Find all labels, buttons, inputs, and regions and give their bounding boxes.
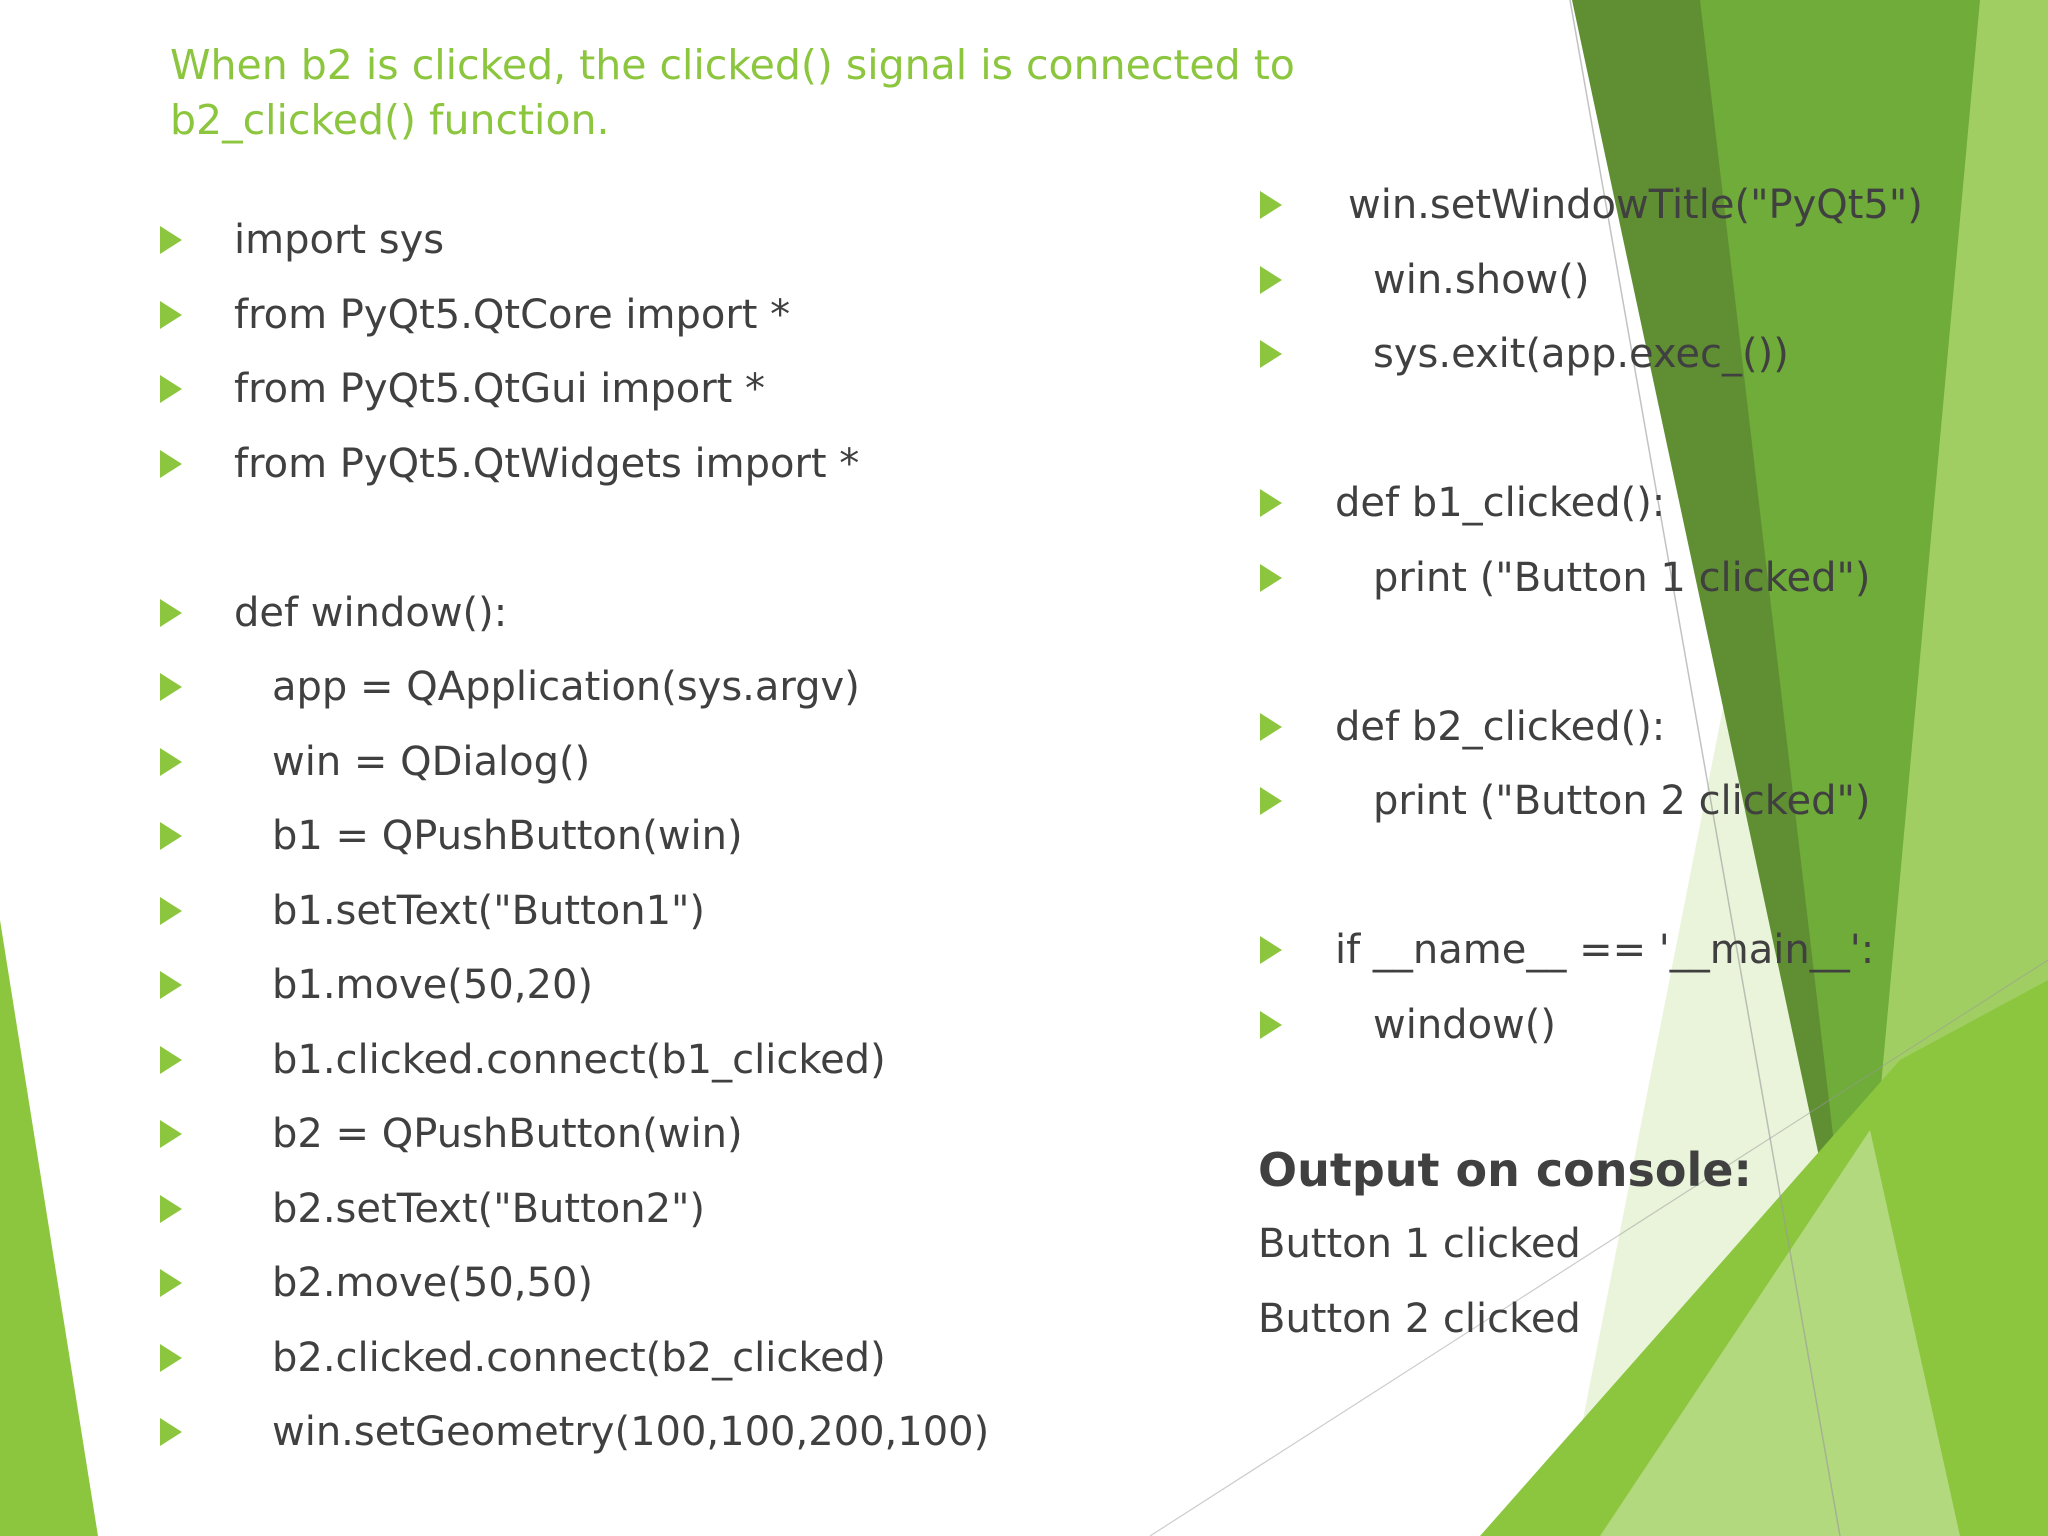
bullet-arrow-icon	[160, 1343, 182, 1372]
code-line-text: window()	[1373, 1001, 1556, 1048]
bullet-arrow-icon	[160, 971, 182, 1000]
bullet-arrow-icon	[160, 1045, 182, 1074]
code-line-text: def b1_clicked():	[1335, 480, 1666, 526]
output-line-2: Button 2 clicked	[1258, 1295, 1581, 1342]
code-line-text: b2 = QPushButton(win)	[272, 1111, 743, 1157]
code-line-text: b2.move(50,50)	[272, 1260, 593, 1306]
code-line-text: print ("Button 1 clicked")	[1373, 554, 1871, 601]
code-line-text: win.setWindowTitle("PyQt5")	[1348, 182, 1923, 228]
code-line-text: print ("Button 2 clicked")	[1373, 778, 1871, 824]
code-line-text: from PyQt5.QtGui import *	[234, 366, 766, 412]
bullet-arrow-icon	[160, 1418, 182, 1447]
code-line-text: b1.move(50,20)	[272, 962, 593, 1008]
bottom-light-wedge	[1600, 1130, 1960, 1536]
bullet-arrow-icon	[1260, 563, 1282, 592]
bullet-arrow-icon	[1260, 340, 1282, 369]
bullet-arrow-icon	[1260, 191, 1282, 220]
code-line-text: import sys	[234, 217, 445, 263]
code-line-text: if __name__ == '__main__':	[1335, 927, 1875, 973]
code-line-text: b1.setText("Button1")	[272, 887, 706, 934]
code-line-text: b1.clicked.connect(b1_clicked)	[272, 1036, 886, 1083]
code-line-text: win.setGeometry(100,100,200,100)	[272, 1409, 990, 1455]
code-line-text: sys.exit(app.exec_())	[1373, 331, 1789, 377]
code-line-text: b2.setText("Button2")	[272, 1185, 706, 1232]
bullet-arrow-icon	[1260, 712, 1282, 741]
code-line-text: from PyQt5.QtWidgets import *	[234, 440, 860, 487]
bullet-arrow-icon	[1260, 787, 1282, 816]
thin-accent-line-2	[1149, 959, 2048, 1536]
bullet-arrow-icon	[160, 300, 182, 329]
bullet-arrow-icon	[160, 822, 182, 851]
code-line-text: b1 = QPushButton(win)	[272, 813, 743, 859]
bullet-arrow-icon	[1260, 489, 1282, 518]
output-section: Output on console: Button 1 clicked Butt…	[1258, 1133, 1752, 1356]
bullet-arrow-icon	[160, 1194, 182, 1223]
bullet-arrow-icon	[160, 598, 182, 627]
output-line-1: Button 1 clicked	[1258, 1221, 1581, 1267]
bullet-arrow-icon	[160, 1269, 182, 1298]
code-line-text: b2.clicked.connect(b2_clicked)	[272, 1334, 886, 1381]
slide-title: When b2 is clicked, the clicked() signal…	[170, 41, 1295, 144]
bullet-arrow-icon	[160, 226, 182, 255]
bullet-arrow-icon	[160, 747, 182, 776]
bullet-arrow-icon	[1260, 265, 1282, 294]
thin-accent-line	[1569, 0, 1841, 1536]
left-green-shape	[0, 920, 98, 1536]
bullet-arrow-icon	[160, 896, 182, 925]
bullet-arrow-icon	[160, 673, 182, 702]
code-line-text: app = QApplication(sys.argv)	[272, 664, 860, 710]
code-line-text: win = QDialog()	[272, 738, 591, 785]
bullet-arrow-icon	[1260, 1010, 1282, 1039]
code-line-text: def b2_clicked():	[1335, 703, 1666, 750]
bullet-arrow-icon	[160, 1120, 182, 1149]
code-line-text: from PyQt5.QtCore import *	[234, 291, 791, 338]
bullet-arrow-icon	[160, 375, 182, 404]
code-line-text: def window():	[234, 589, 508, 636]
bullet-arrow-icon	[1260, 936, 1282, 965]
output-heading: Output on console:	[1258, 1143, 1752, 1197]
bullet-arrow-icon	[160, 449, 182, 478]
code-line-text: win.show()	[1373, 256, 1590, 303]
